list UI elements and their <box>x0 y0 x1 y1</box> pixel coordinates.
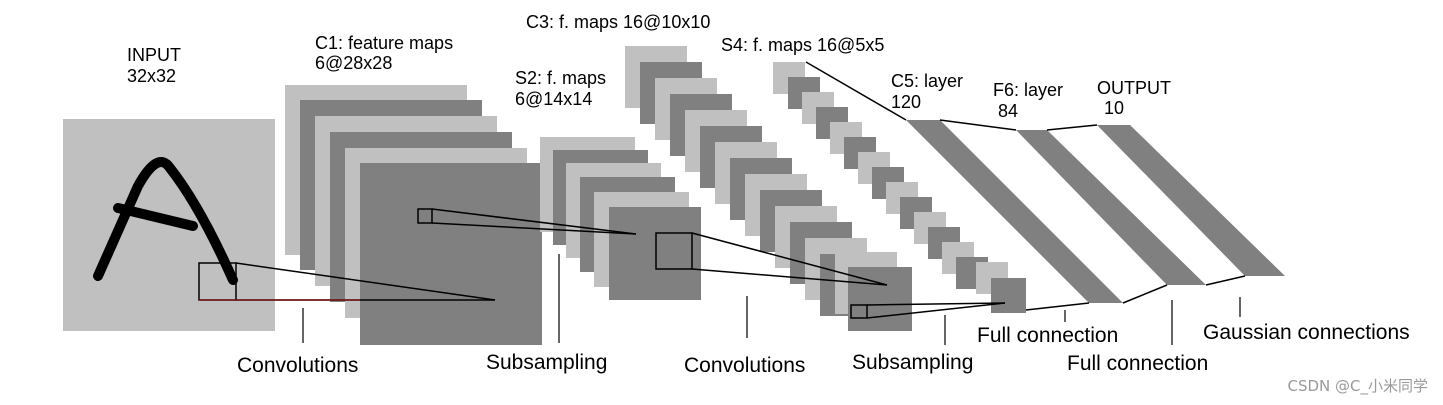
op-convolutions-1: Convolutions <box>237 354 358 377</box>
c1-receptive-field <box>417 208 433 224</box>
input-title: INPUT <box>127 45 181 65</box>
s2-subtitle: 6@14x14 <box>515 89 592 109</box>
c1-title: C1: feature maps <box>315 33 453 53</box>
s4-title: S4: f. maps 16@5x5 <box>721 35 884 55</box>
f6-layer-bar <box>1016 130 1206 285</box>
c5-subtitle: 120 <box>891 92 921 112</box>
c5-title: C5: layer <box>891 71 963 91</box>
op-full-connection-1: Full connection <box>977 324 1118 347</box>
s4-feature-maps <box>773 62 1026 313</box>
operation-ticks <box>302 254 1241 345</box>
f6-title: F6: layer <box>993 80 1063 100</box>
connection-lines <box>235 61 1246 319</box>
s2-title: S2: f. maps <box>515 68 606 88</box>
output-layer-bar <box>1097 125 1285 276</box>
c5-layer-bar <box>906 120 1123 303</box>
input-subtitle: 32x32 <box>127 66 176 86</box>
s2-receptive-field <box>655 232 693 270</box>
c3-title: C3: f. maps 16@10x10 <box>526 12 710 32</box>
watermark: CSDN @C_小米同学 <box>1287 377 1428 396</box>
s2-feature-maps <box>540 137 701 300</box>
op-subsampling-2: Subsampling <box>852 351 973 374</box>
c1-subtitle: 6@28x28 <box>315 53 392 73</box>
c1-feature-maps <box>285 85 542 345</box>
f6-subtitle: 84 <box>998 101 1018 121</box>
input-glyph-a <box>93 157 238 285</box>
c3-receptive-field <box>850 304 868 319</box>
output-title: OUTPUT <box>1097 78 1171 98</box>
op-full-connection-2: Full connection <box>1067 352 1208 375</box>
op-subsampling-1: Subsampling <box>486 351 607 374</box>
op-convolutions-2: Convolutions <box>684 354 805 377</box>
op-gaussian-connections: Gaussian connections <box>1203 321 1410 344</box>
output-subtitle: 10 <box>1104 98 1124 118</box>
